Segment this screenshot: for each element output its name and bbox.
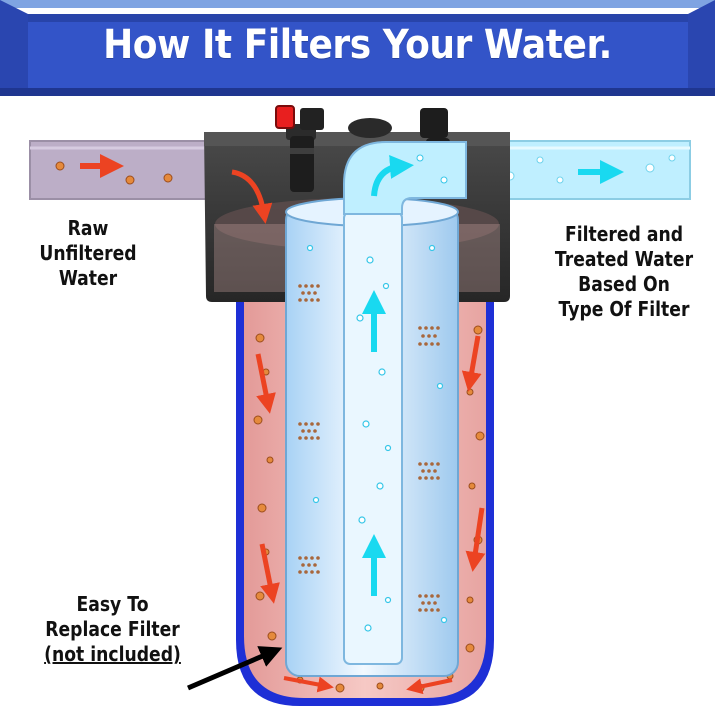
clean-flow-arrow bbox=[371, 154, 414, 197]
raw-flow-arrow bbox=[461, 335, 482, 392]
banner bbox=[0, 0, 715, 96]
filtered-water-label: Filtered and Treated Water Based On Type… bbox=[547, 222, 702, 322]
raw-water-label: Raw Unfiltered Water bbox=[28, 216, 148, 291]
filtered-water-label-line: Filtered and bbox=[564, 222, 684, 246]
replace-filter-label-line: Replace Filter bbox=[45, 617, 180, 641]
raw-flow-arrow bbox=[255, 353, 276, 414]
replace-filter-label: Easy To Replace Filter (not included) bbox=[24, 592, 200, 667]
filtered-water-label-line: Based On bbox=[578, 272, 670, 296]
filtered-water-label-line: Treated Water bbox=[554, 247, 694, 271]
filtered-water-label-line: Type Of Filter bbox=[558, 297, 690, 321]
not-included-note: (not included) bbox=[44, 642, 181, 666]
filtration-dots bbox=[298, 284, 440, 612]
page-title: How It Filters Your Water. bbox=[103, 22, 612, 68]
pointer-arrow bbox=[187, 646, 283, 691]
raw-water-label-line: Unfiltered bbox=[39, 241, 137, 265]
raw-water-label-line: Raw bbox=[67, 216, 109, 240]
raw-water-label-line: Water bbox=[58, 266, 118, 290]
raw-flow-arrow bbox=[259, 543, 280, 604]
filter-cartridge bbox=[285, 197, 459, 677]
raw-flow-arrow bbox=[283, 676, 334, 693]
raw-flow-arrow bbox=[465, 507, 486, 572]
raw-flow-arrow bbox=[406, 678, 453, 695]
outlet-elbow bbox=[343, 141, 467, 215]
raw-flow-arrow bbox=[231, 169, 273, 224]
replace-filter-label-line: Easy To bbox=[76, 592, 149, 616]
pressure-release-button bbox=[275, 105, 295, 129]
